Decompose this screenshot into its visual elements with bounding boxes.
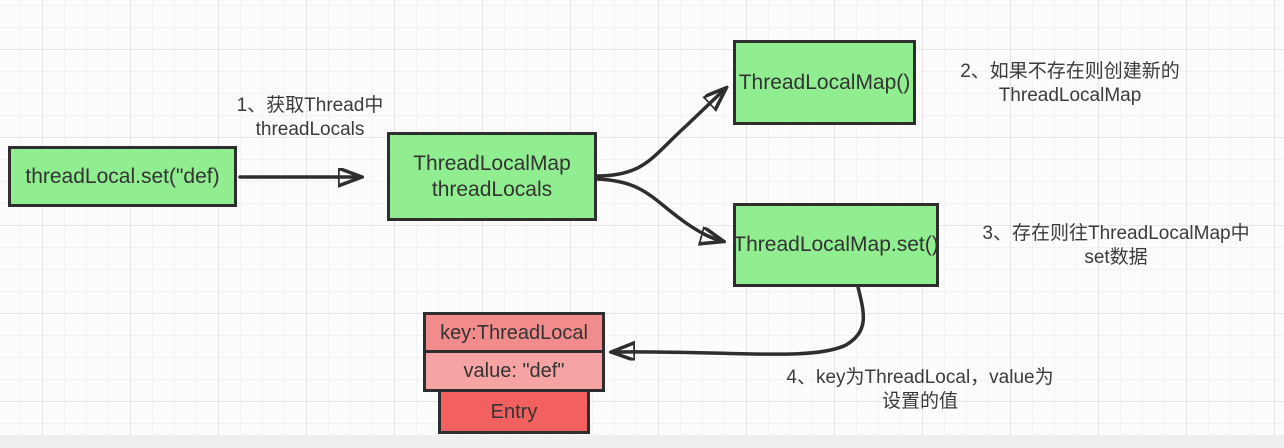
annotation-step4: 4、key为ThreadLocal，value为 设置的值: [765, 366, 1075, 414]
annotation-step4-line2: 设置的值: [881, 391, 958, 412]
node-threadlocalmap-set-label: ThreadLocalMap.set(): [733, 233, 939, 256]
annotation-step1: 1、获取Thread中 threadLocals: [220, 94, 400, 142]
arrow-threadlocals-to-set: [595, 177, 722, 241]
node-threadlocals[interactable]: ThreadLocalMap threadLocals: [387, 132, 597, 221]
annotation-step1-line1: 1、获取Thread中: [236, 95, 384, 116]
node-threadlocals-line1: ThreadLocalMap: [413, 151, 571, 175]
annotation-step1-line2: threadLocals: [255, 119, 365, 140]
arrow-set-to-entry: [613, 285, 866, 354]
annotation-step3-line2: set数据: [1084, 247, 1148, 268]
annotation-step3: 3、存在则往ThreadLocalMap中 set数据: [948, 222, 1284, 270]
node-entry-value[interactable]: value: "def": [423, 350, 605, 392]
node-entry-value-label: value: "def": [463, 360, 565, 382]
annotation-step3-line1: 3、存在则往ThreadLocalMap中: [982, 223, 1250, 244]
node-threadlocalmap-ctor-label: ThreadLocalMap(): [738, 70, 911, 94]
node-entry-key[interactable]: key:ThreadLocal: [423, 312, 605, 353]
node-threadlocals-line2: threadLocals: [431, 177, 553, 201]
annotation-step2-line2: ThreadLocalMap: [998, 85, 1142, 106]
annotation-step2-line1: 2、如果不存在则创建新的: [960, 61, 1180, 82]
node-threadlocal-set[interactable]: threadLocal.set("def): [8, 146, 237, 207]
node-threadlocalmap-set[interactable]: ThreadLocalMap.set(): [733, 203, 939, 287]
node-entry[interactable]: Entry: [438, 389, 590, 434]
arrow-threadlocals-to-ctor: [595, 89, 725, 178]
annotation-step2: 2、如果不存在则创建新的 ThreadLocalMap: [915, 60, 1225, 108]
node-entry-key-label: key:ThreadLocal: [440, 321, 588, 344]
node-entry-label: Entry: [490, 400, 538, 423]
canvas-bottom-edge: [0, 435, 1284, 448]
node-threadlocal-set-label: threadLocal.set("def): [25, 164, 220, 188]
annotation-step4-line1: 4、key为ThreadLocal，value为: [786, 367, 1054, 388]
node-threadlocalmap-ctor[interactable]: ThreadLocalMap(): [733, 40, 916, 125]
